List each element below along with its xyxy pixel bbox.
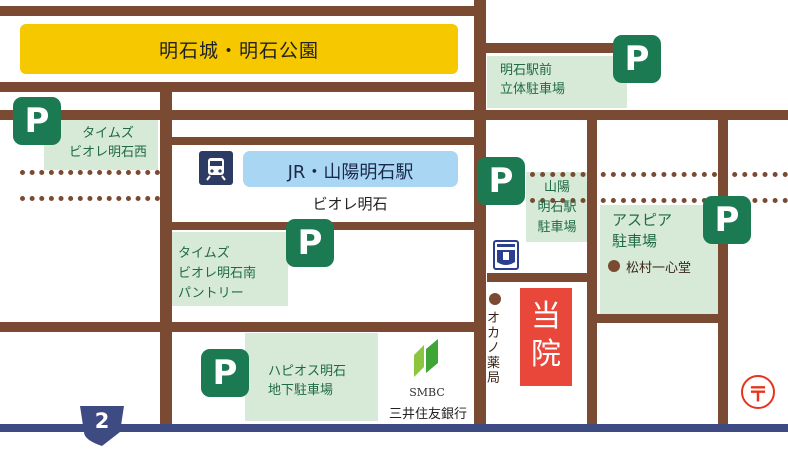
road	[718, 120, 728, 425]
road	[160, 92, 172, 425]
train-icon	[199, 151, 233, 185]
parking-icon: P	[201, 349, 249, 397]
parking-label-aspia: アスピア 駐車場	[612, 210, 672, 252]
parking-label-line: 立体駐車場	[500, 82, 566, 97]
post-office-mark: 〒	[748, 382, 768, 406]
road	[0, 110, 788, 120]
road	[0, 322, 478, 332]
parking-label-line: 駐車場	[612, 232, 658, 250]
road	[596, 314, 718, 323]
pharmacy-marker-icon	[489, 293, 501, 305]
station-label-box	[243, 151, 458, 187]
road	[474, 0, 486, 425]
road	[172, 137, 478, 145]
clinic-label: 当院	[531, 299, 561, 372]
parking-area-times-south	[172, 232, 288, 306]
parking-area-times-west	[44, 120, 158, 170]
mall-label: ビオレ明石	[312, 195, 388, 213]
parking-label-line: 明石駅前	[500, 63, 553, 78]
route-shield-icon	[80, 406, 124, 446]
road	[487, 273, 587, 282]
railway-line	[530, 198, 788, 203]
parking-label-times-south: タイムズ ビオレ明石南 パントリー	[178, 244, 256, 304]
bank-logo-text: SMBC	[409, 386, 445, 399]
parking-label-akashi-ekimae: 明石駅前 立体駐車場	[500, 61, 565, 99]
castle-park-banner	[20, 24, 458, 74]
parking-label-line: タイムズ	[82, 126, 134, 141]
road	[0, 6, 478, 16]
railway-line	[530, 172, 788, 177]
parking-label-line: アスピア	[612, 211, 673, 229]
post-office-icon	[741, 375, 775, 409]
castle-park-label: 明石城・明石公園	[158, 40, 319, 62]
parking-label-line: 山陽	[543, 180, 570, 195]
parking-label-line: 地下駐車場	[268, 383, 334, 398]
parking-label-line: タイムズ	[178, 246, 230, 261]
parking-area-sanyo	[526, 172, 588, 242]
station-label: JR・山陽明石駅	[287, 162, 414, 183]
parking-icon: P	[477, 157, 525, 205]
parking-icon: P	[613, 35, 661, 83]
parking-area-hapios	[245, 333, 378, 421]
parking-label-times-west: タイムズ ビオレ明石西	[60, 124, 156, 162]
smbc-logo-icon	[410, 337, 442, 383]
parking-label-hapios: ハピオス明石 地下駐車場	[268, 362, 346, 400]
matsumura-marker-icon	[608, 260, 620, 272]
clinic-box	[520, 288, 572, 386]
parking-label-sanyo: 山陽 明石駅 駐車場	[528, 178, 586, 238]
national-route-road	[0, 424, 788, 432]
road	[478, 43, 638, 53]
parking-label-line: パントリー	[178, 286, 244, 301]
parking-area-akashi-ekimae	[487, 56, 627, 108]
sanyo-railway-logo-icon	[493, 240, 519, 274]
parking-label-line: ビオレ明石南	[178, 266, 257, 281]
road	[0, 82, 478, 92]
road	[587, 112, 597, 425]
matsumura-label: 松村一心堂	[626, 261, 692, 276]
pharmacy-label: オカノ薬局	[487, 311, 501, 386]
route-number: 2	[94, 409, 110, 433]
parking-label-line: ビオレ明石西	[68, 145, 147, 160]
parking-label-line: 駐車場	[537, 220, 577, 235]
railway-line	[20, 170, 160, 175]
bank-name: 三井住友銀行	[388, 407, 467, 422]
parking-label-line: ハピオス明石	[268, 364, 347, 379]
railway-line	[20, 196, 160, 201]
parking-icon: P	[13, 97, 61, 145]
parking-area-aspia	[600, 205, 718, 315]
parking-icon: P	[286, 219, 334, 267]
parking-icon: P	[703, 196, 751, 244]
parking-label-line: 明石駅	[537, 200, 577, 215]
